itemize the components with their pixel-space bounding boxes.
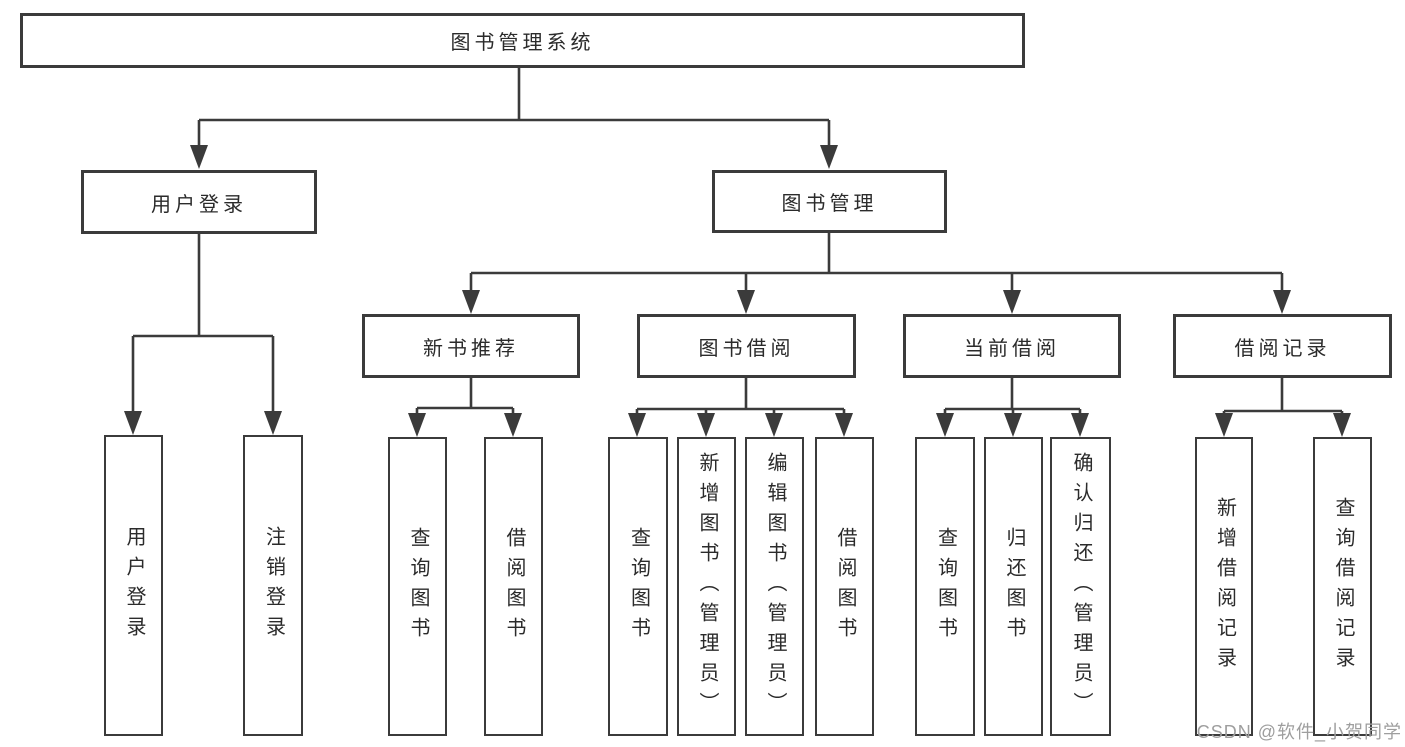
leaf-query-borrow-record: 查询借阅记录	[1313, 437, 1372, 736]
node-book-borrowing: 图书借阅	[637, 314, 856, 378]
leaf-edit-book-admin: 编辑图书（管理员）	[745, 437, 804, 736]
leaf-add-borrow-record: 新增借阅记录	[1195, 437, 1253, 736]
leaf-return-book: 归还图书	[984, 437, 1043, 736]
node-library-system: 图书管理系统	[20, 13, 1025, 68]
leaf-user-login: 用户登录	[104, 435, 163, 736]
node-borrowing-records: 借阅记录	[1173, 314, 1392, 378]
leaf-query-books-recommend: 查询图书	[388, 437, 447, 736]
leaf-borrow-books: 借阅图书	[815, 437, 874, 736]
watermark: CSDN @软件_小贺同学	[1196, 722, 1402, 742]
leaf-query-books-borrow: 查询图书	[608, 437, 668, 736]
node-new-book-recommend: 新书推荐	[362, 314, 580, 378]
leaf-add-book-admin: 新增图书（管理员）	[677, 437, 736, 736]
node-user-login: 用户登录	[81, 170, 317, 234]
leaf-logout: 注销登录	[243, 435, 303, 736]
node-book-management: 图书管理	[712, 170, 947, 233]
leaf-query-books-current: 查询图书	[915, 437, 975, 736]
leaf-borrow-books-recommend: 借阅图书	[484, 437, 543, 736]
node-current-borrowing: 当前借阅	[903, 314, 1121, 378]
leaf-confirm-return-admin: 确认归还（管理员）	[1050, 437, 1111, 736]
